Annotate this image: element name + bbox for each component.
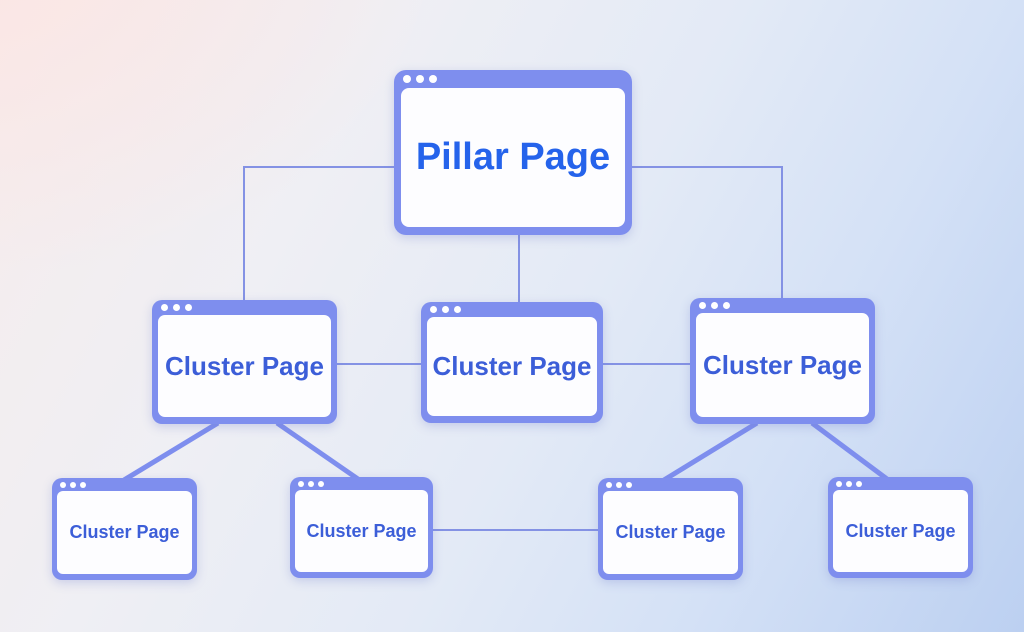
- window-dot-icon: [308, 480, 314, 487]
- node-label: Pillar Page: [401, 88, 625, 227]
- window-titlebar: [598, 478, 743, 491]
- cluster-page-node-bottom-4: Cluster Page: [828, 477, 973, 578]
- window-titlebar: [421, 302, 603, 317]
- window-titlebar: [394, 70, 632, 88]
- cluster-page-node-bottom-3: Cluster Page: [598, 478, 743, 580]
- window-dot-icon: [846, 480, 852, 487]
- window-dot-icon: [429, 75, 437, 83]
- node-label: Cluster Page: [427, 317, 597, 416]
- cluster-page-node-mid-left: Cluster Page: [152, 300, 337, 424]
- window-dot-icon: [616, 481, 622, 488]
- connector-right-cluster-b4: [810, 420, 889, 482]
- node-label: Cluster Page: [696, 313, 869, 417]
- window-dot-icon: [173, 304, 180, 311]
- cluster-page-node-bottom-1: Cluster Page: [52, 478, 197, 580]
- window-dot-icon: [836, 480, 842, 487]
- window-dot-icon: [298, 480, 304, 487]
- window-dot-icon: [856, 480, 862, 487]
- window-dot-icon: [454, 306, 461, 313]
- cluster-page-node-mid-right: Cluster Page: [690, 298, 875, 424]
- window-dot-icon: [60, 481, 66, 488]
- connector-right-cluster-b3: [662, 420, 759, 483]
- window-dot-icon: [403, 75, 411, 83]
- window-dot-icon: [161, 304, 168, 311]
- window-dot-icon: [442, 306, 449, 313]
- window-dot-icon: [430, 306, 437, 313]
- window-dot-icon: [416, 75, 424, 83]
- connector-left-cluster-b2: [275, 420, 360, 482]
- node-label: Cluster Page: [295, 490, 428, 572]
- window-dot-icon: [699, 302, 706, 309]
- window-titlebar: [828, 477, 973, 490]
- window-dot-icon: [318, 480, 324, 487]
- window-dot-icon: [70, 481, 76, 488]
- cluster-page-node-bottom-2: Cluster Page: [290, 477, 433, 578]
- window-dot-icon: [711, 302, 718, 309]
- window-titlebar: [290, 477, 433, 490]
- pillar-page-node: Pillar Page: [394, 70, 632, 235]
- window-titlebar: [690, 298, 875, 313]
- window-dot-icon: [626, 481, 632, 488]
- cluster-page-node-mid-center: Cluster Page: [421, 302, 603, 423]
- connector-pillar-left-cluster: [243, 166, 394, 301]
- window-titlebar: [152, 300, 337, 315]
- window-titlebar: [52, 478, 197, 491]
- window-dot-icon: [606, 481, 612, 488]
- node-label: Cluster Page: [603, 491, 738, 574]
- node-label: Cluster Page: [158, 315, 331, 417]
- node-label: Cluster Page: [833, 490, 968, 572]
- connector-left-cluster-b1: [122, 420, 220, 483]
- window-dot-icon: [80, 481, 86, 488]
- node-label: Cluster Page: [57, 491, 192, 574]
- window-dot-icon: [723, 302, 730, 309]
- window-dot-icon: [185, 304, 192, 311]
- connector-pillar-right-cluster: [632, 166, 783, 299]
